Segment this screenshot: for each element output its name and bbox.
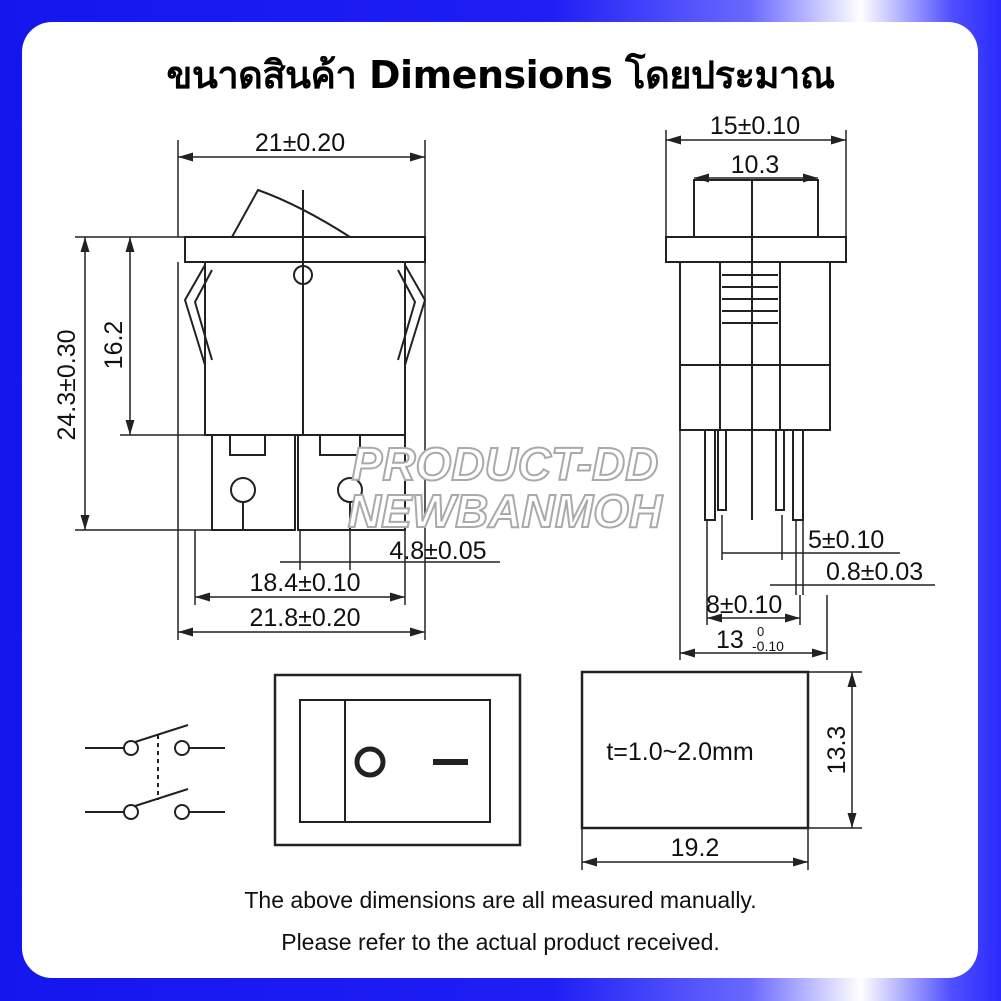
watermark-line-2: NEWBANMOH bbox=[348, 485, 663, 537]
side-view bbox=[665, 179, 847, 521]
panel-cutout bbox=[580, 670, 862, 870]
dim-front-width-top: 21±0.20 bbox=[255, 129, 345, 157]
dim-front-height-total: 24.3±0.30 bbox=[53, 329, 81, 440]
dim-terminal-span: 18.4±0.10 bbox=[249, 569, 360, 597]
footer-note-1: The above dimensions are all measured ma… bbox=[244, 887, 757, 913]
dim-cutout-width: 19.2 bbox=[671, 834, 720, 862]
watermark-line-1: PRODUCT-DD bbox=[352, 438, 659, 490]
footer-note-2: Please refer to the actual product recei… bbox=[281, 929, 720, 955]
switch-face bbox=[273, 673, 522, 847]
switch-schematic-icon bbox=[85, 724, 225, 820]
panel-thickness-label: t=1.0~2.0mm bbox=[606, 738, 753, 766]
dim-terminal-width: 4.8±0.05 bbox=[389, 537, 486, 565]
watermark: PRODUCT-DD NEWBANMOH bbox=[347, 437, 664, 538]
dim-front-height-body: 16.2 bbox=[100, 321, 128, 370]
dim-pin-span: 8±0.10 bbox=[706, 591, 782, 619]
dim-pin-thickness: 0.8±0.03 bbox=[826, 558, 923, 586]
dim-side-width-top: 15±0.10 bbox=[710, 112, 800, 140]
dim-base-width: 13 bbox=[716, 626, 744, 654]
front-view bbox=[183, 188, 427, 531]
dim-base-tol-lower: -0.10 bbox=[752, 638, 784, 654]
dim-base-tol-upper: 0 bbox=[757, 624, 764, 639]
dim-side-width-inner: 10.3 bbox=[731, 151, 780, 179]
dim-front-width-bottom: 21.8±0.20 bbox=[249, 604, 360, 632]
dim-cutout-height: 13.3 bbox=[823, 726, 851, 775]
page-title: ขนาดสินค้า Dimensions โดยประมาณ bbox=[166, 53, 835, 97]
dim-pin-pitch: 5±0.10 bbox=[808, 526, 884, 554]
